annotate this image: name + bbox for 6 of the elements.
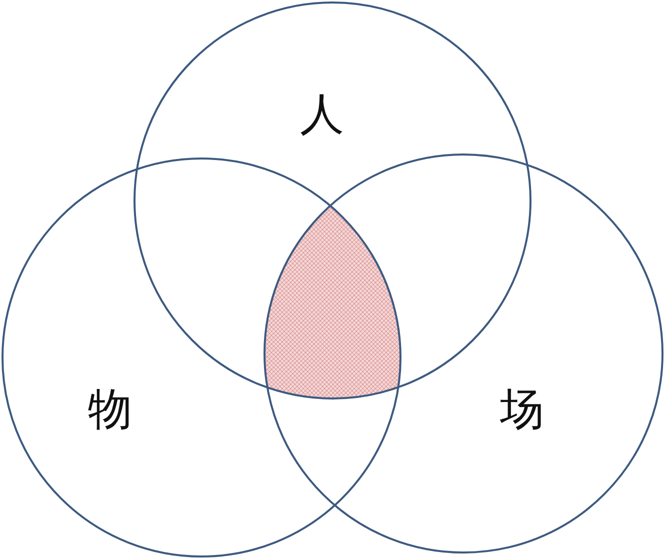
shaded-intersection xyxy=(264,205,400,398)
circle-label: 物 xyxy=(88,388,132,432)
circle-label: 人 xyxy=(300,93,344,137)
venn-circle xyxy=(262,152,664,554)
venn-circle xyxy=(0,156,402,558)
circle-label: 场 xyxy=(500,388,544,432)
